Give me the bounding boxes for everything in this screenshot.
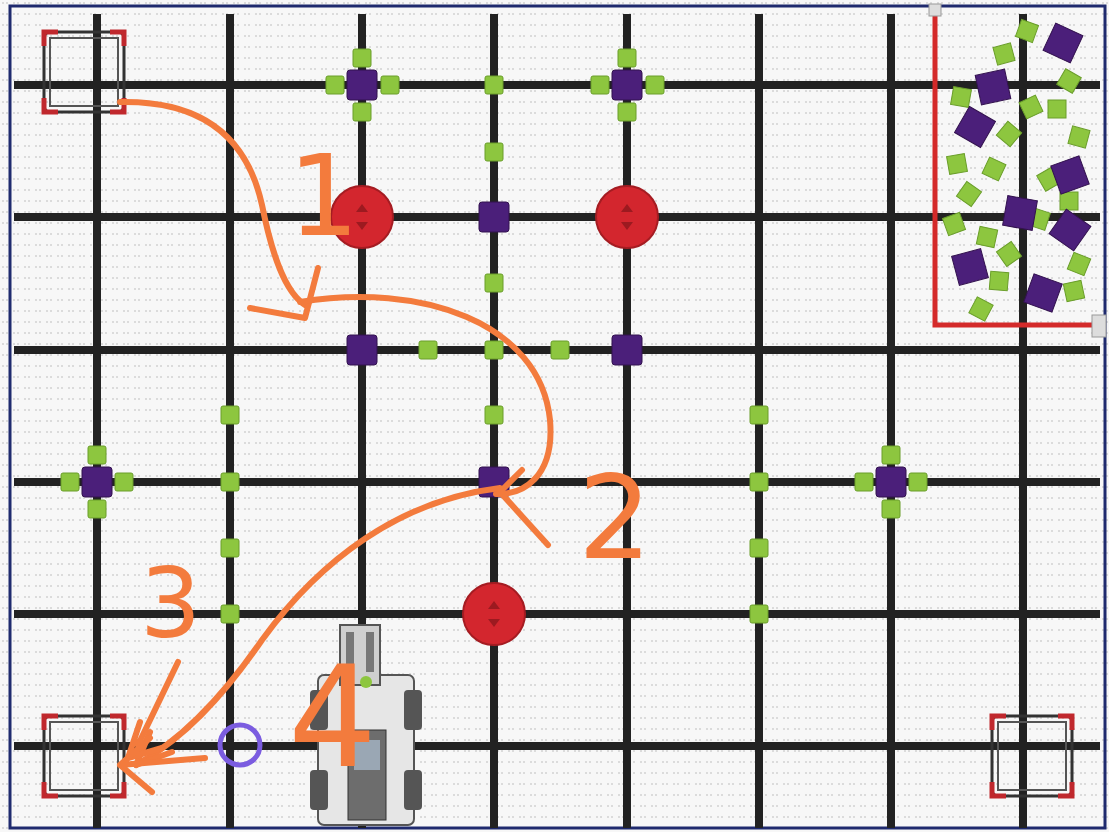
field-wall [10,6,1105,828]
target-circle [220,725,260,765]
cube-pile [942,19,1090,321]
goal-squares [44,32,1072,796]
purple-cubes [82,70,906,497]
red-balls [331,186,658,645]
callout-number: 1 [288,140,359,252]
callout-number: 2 [578,460,652,576]
green-cubes [61,49,927,623]
starting-zone [929,4,1106,337]
callout-number: 3 [140,556,201,652]
callout-number: 4 [288,648,377,788]
path-arrows [120,102,551,792]
